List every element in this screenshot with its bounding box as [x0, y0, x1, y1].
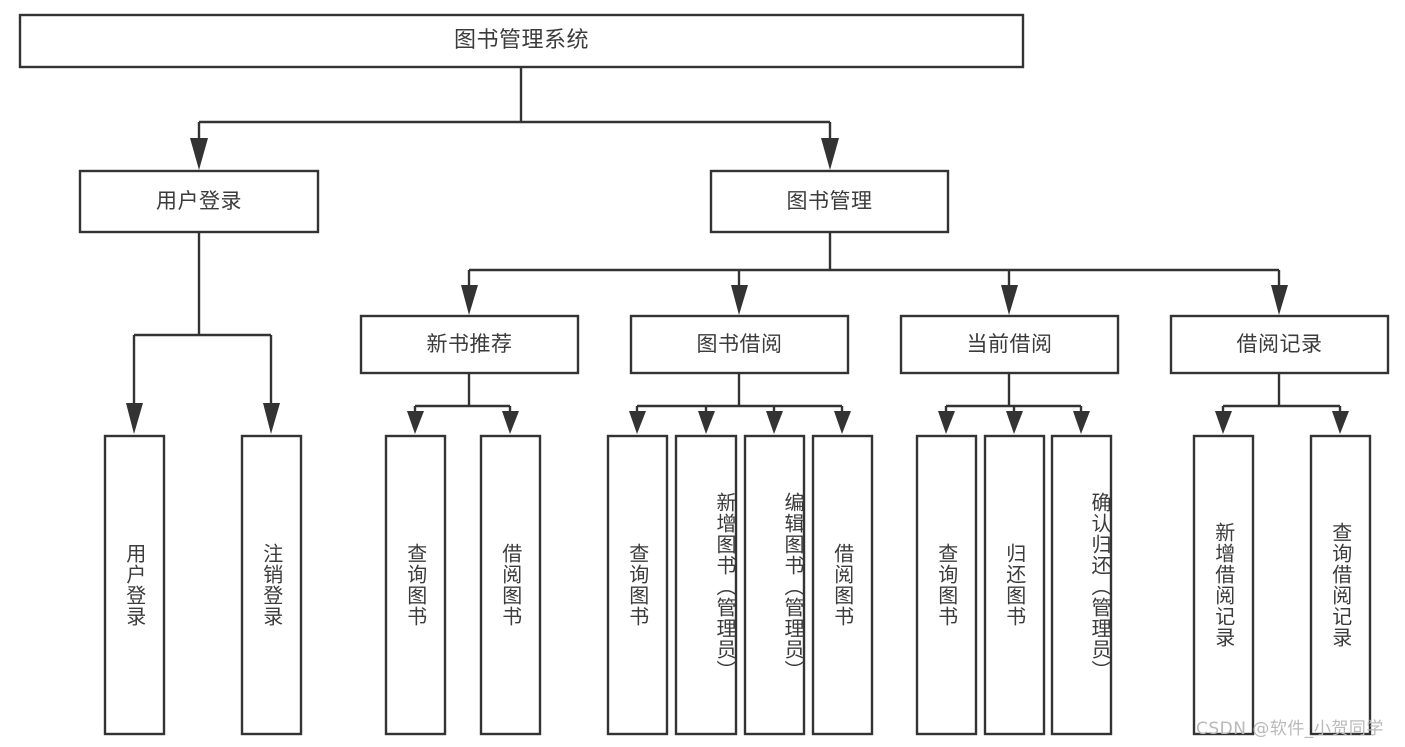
arrowhead-leaf-logout: [263, 403, 280, 434]
node-box-leaf-query-book-a[interactable]: [384, 434, 447, 736]
node-box-leaf-confirm-return[interactable]: [1050, 434, 1113, 736]
node-box-leaf-add-book[interactable]: [674, 434, 738, 736]
arrowhead-leaf-borrow-book-b: [834, 411, 851, 434]
arrowhead-leaf-query-record: [1332, 411, 1349, 434]
arrowhead-current-borrow: [1001, 285, 1018, 315]
node-box-leaf-query-record[interactable]: [1309, 434, 1372, 736]
arrowhead-leaf-query-book-a: [407, 411, 424, 434]
node-box-current-borrow[interactable]: [899, 314, 1120, 375]
arrowhead-borrow-record: [1271, 285, 1288, 315]
node-box-leaf-edit-book[interactable]: [743, 434, 806, 736]
arrowhead-leaf-borrow-book-a: [502, 411, 519, 434]
arrowhead-leaf-query-book-b: [629, 411, 646, 434]
arrowhead-leaf-user-login: [126, 403, 143, 434]
arrowhead-leaf-add-book: [698, 411, 715, 434]
node-box-leaf-return-book[interactable]: [983, 434, 1046, 736]
node-box-leaf-borrow-book-a[interactable]: [479, 434, 542, 736]
arrowhead-leaf-edit-book: [766, 411, 783, 434]
node-box-leaf-user-login[interactable]: [103, 434, 166, 736]
arrowhead-book-mgmt: [821, 138, 839, 170]
node-box-book-borrow[interactable]: [629, 314, 850, 375]
arrowhead-leaf-return-book: [1006, 411, 1023, 434]
node-box-root[interactable]: [18, 13, 1025, 69]
node-box-leaf-query-book-c[interactable]: [915, 434, 978, 736]
node-box-borrow-record[interactable]: [1169, 314, 1390, 375]
arrowhead-book-borrow: [731, 285, 748, 315]
arrowhead-leaf-confirm-return: [1073, 411, 1090, 434]
node-box-user-login[interactable]: [78, 169, 320, 234]
node-box-book-mgmt[interactable]: [709, 169, 950, 234]
node-box-leaf-add-record[interactable]: [1192, 434, 1255, 736]
node-box-leaf-logout[interactable]: [240, 434, 303, 736]
node-box-leaf-query-book-b[interactable]: [606, 434, 669, 736]
node-box-new-book-rec[interactable]: [359, 314, 580, 375]
arrowhead-leaf-query-book-c: [938, 411, 955, 434]
arrowhead-new-book-rec: [461, 285, 478, 315]
arrowhead-leaf-add-record: [1215, 411, 1232, 434]
arrowhead-user-login: [190, 138, 208, 170]
node-box-leaf-borrow-book-b[interactable]: [811, 434, 874, 736]
